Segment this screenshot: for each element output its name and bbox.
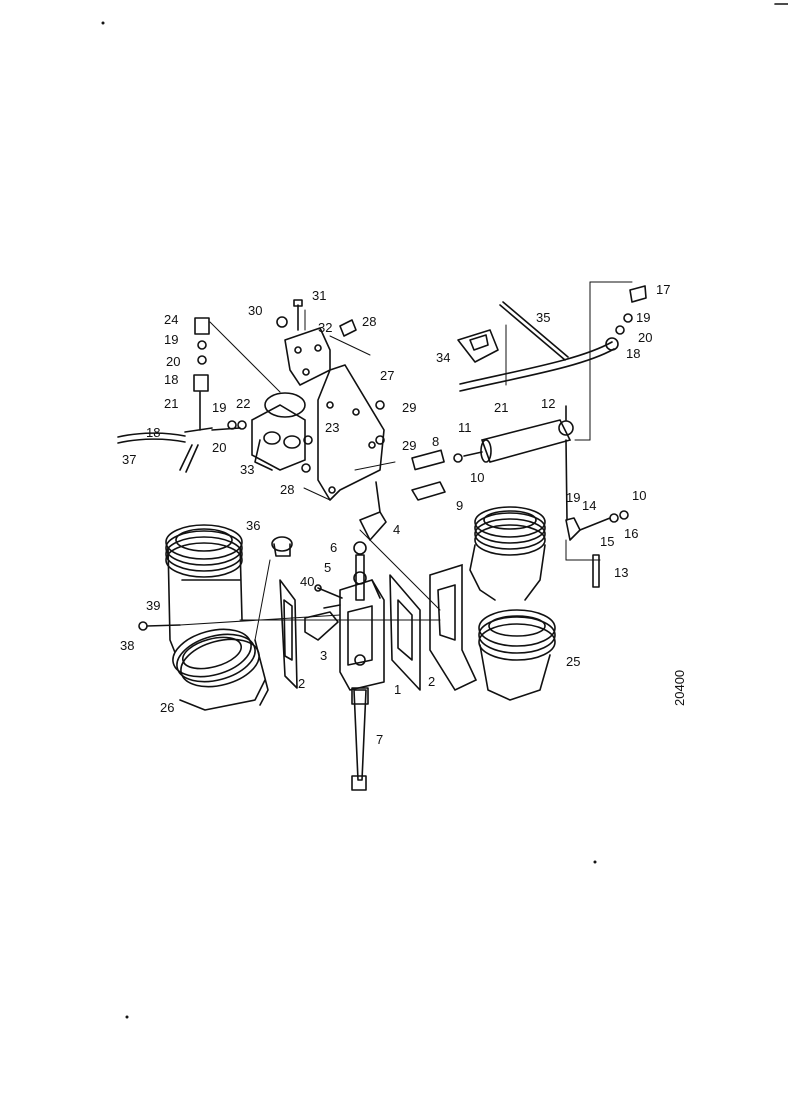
label-9: 9 bbox=[456, 498, 463, 513]
right-bracket bbox=[457, 329, 499, 363]
sensor-part bbox=[271, 536, 293, 557]
label-12: 12 bbox=[541, 396, 555, 411]
left-hose bbox=[117, 420, 247, 473]
actuator-valve bbox=[251, 392, 306, 471]
label-13: 13 bbox=[614, 565, 628, 580]
label-37: 37 bbox=[122, 452, 136, 467]
label-21: 21 bbox=[164, 396, 178, 411]
label-1: 1 bbox=[394, 682, 401, 697]
label-11: 11 bbox=[458, 420, 472, 435]
label-36: 36 bbox=[246, 518, 260, 533]
label-20-mid: 20 bbox=[212, 440, 226, 455]
label-26: 26 bbox=[160, 700, 174, 715]
part-labels: 1 2 2 3 4 5 6 7 8 9 10 10 11 12 13 14 15… bbox=[120, 282, 670, 747]
label-4: 4 bbox=[393, 522, 400, 537]
label-29: 29 bbox=[402, 400, 416, 415]
label-35: 35 bbox=[536, 310, 550, 325]
label-16: 16 bbox=[624, 526, 638, 541]
label-20: 20 bbox=[166, 354, 180, 369]
label-10: 10 bbox=[470, 470, 484, 485]
label-24: 24 bbox=[164, 312, 178, 327]
left-intake-pipe bbox=[165, 524, 269, 711]
label-14: 14 bbox=[582, 498, 596, 513]
linkage-bracket bbox=[359, 481, 387, 541]
label-18-hose: 18 bbox=[146, 425, 160, 440]
label-23: 23 bbox=[325, 420, 339, 435]
vertical-rod bbox=[565, 439, 600, 588]
center-shaft-assembly bbox=[314, 541, 369, 791]
right-elbow-pipe bbox=[429, 506, 556, 701]
label-29-lower: 29 bbox=[402, 438, 416, 453]
label-2-right: 2 bbox=[428, 674, 435, 689]
drawing-number: 20400 bbox=[672, 670, 687, 706]
label-19: 19 bbox=[164, 332, 178, 347]
gasket-plate-right bbox=[389, 574, 421, 691]
top-fasteners bbox=[276, 299, 385, 473]
upper-bracket bbox=[284, 327, 331, 386]
label-8: 8 bbox=[432, 434, 439, 449]
label-40: 40 bbox=[300, 574, 314, 589]
label-7: 7 bbox=[376, 732, 383, 747]
label-20-right: 20 bbox=[638, 330, 652, 345]
label-39: 39 bbox=[146, 598, 160, 613]
actuator-cylinder bbox=[463, 405, 574, 463]
upper-right-fittings bbox=[605, 285, 647, 351]
small-parts-middle bbox=[411, 449, 463, 501]
label-2-left: 2 bbox=[298, 676, 305, 691]
label-19-lower: 19 bbox=[566, 490, 580, 505]
assembly-lines bbox=[179, 281, 633, 641]
gasket-plate-left bbox=[279, 579, 298, 689]
label-32: 32 bbox=[318, 320, 332, 335]
label-18: 18 bbox=[164, 372, 178, 387]
right-fittings bbox=[579, 510, 629, 531]
label-31: 31 bbox=[312, 288, 326, 303]
speck bbox=[101, 21, 105, 25]
left-fitting-stack bbox=[184, 317, 213, 433]
label-25: 25 bbox=[566, 654, 580, 669]
label-34: 34 bbox=[436, 350, 450, 365]
speck bbox=[593, 860, 597, 864]
label-15: 15 bbox=[600, 534, 614, 549]
left-bolt bbox=[138, 604, 341, 631]
label-22: 22 bbox=[236, 396, 250, 411]
label-27: 27 bbox=[380, 368, 394, 383]
label-19-mid: 19 bbox=[212, 400, 226, 415]
label-38: 38 bbox=[120, 638, 134, 653]
label-18-right: 18 bbox=[626, 346, 640, 361]
right-hose bbox=[459, 301, 615, 392]
label-3: 3 bbox=[320, 648, 327, 663]
label-28: 28 bbox=[362, 314, 376, 329]
label-30: 30 bbox=[248, 303, 262, 318]
label-33: 33 bbox=[240, 462, 254, 477]
valve-housing bbox=[304, 579, 385, 691]
label-21-right: 21 bbox=[494, 400, 508, 415]
label-6: 6 bbox=[330, 540, 337, 555]
label-10-right: 10 bbox=[632, 488, 646, 503]
label-5: 5 bbox=[324, 560, 331, 575]
speck bbox=[125, 1015, 129, 1019]
mounting-plate bbox=[317, 364, 385, 501]
label-28-lower: 28 bbox=[280, 482, 294, 497]
label-19-right: 19 bbox=[636, 310, 650, 325]
label-17: 17 bbox=[656, 282, 670, 297]
